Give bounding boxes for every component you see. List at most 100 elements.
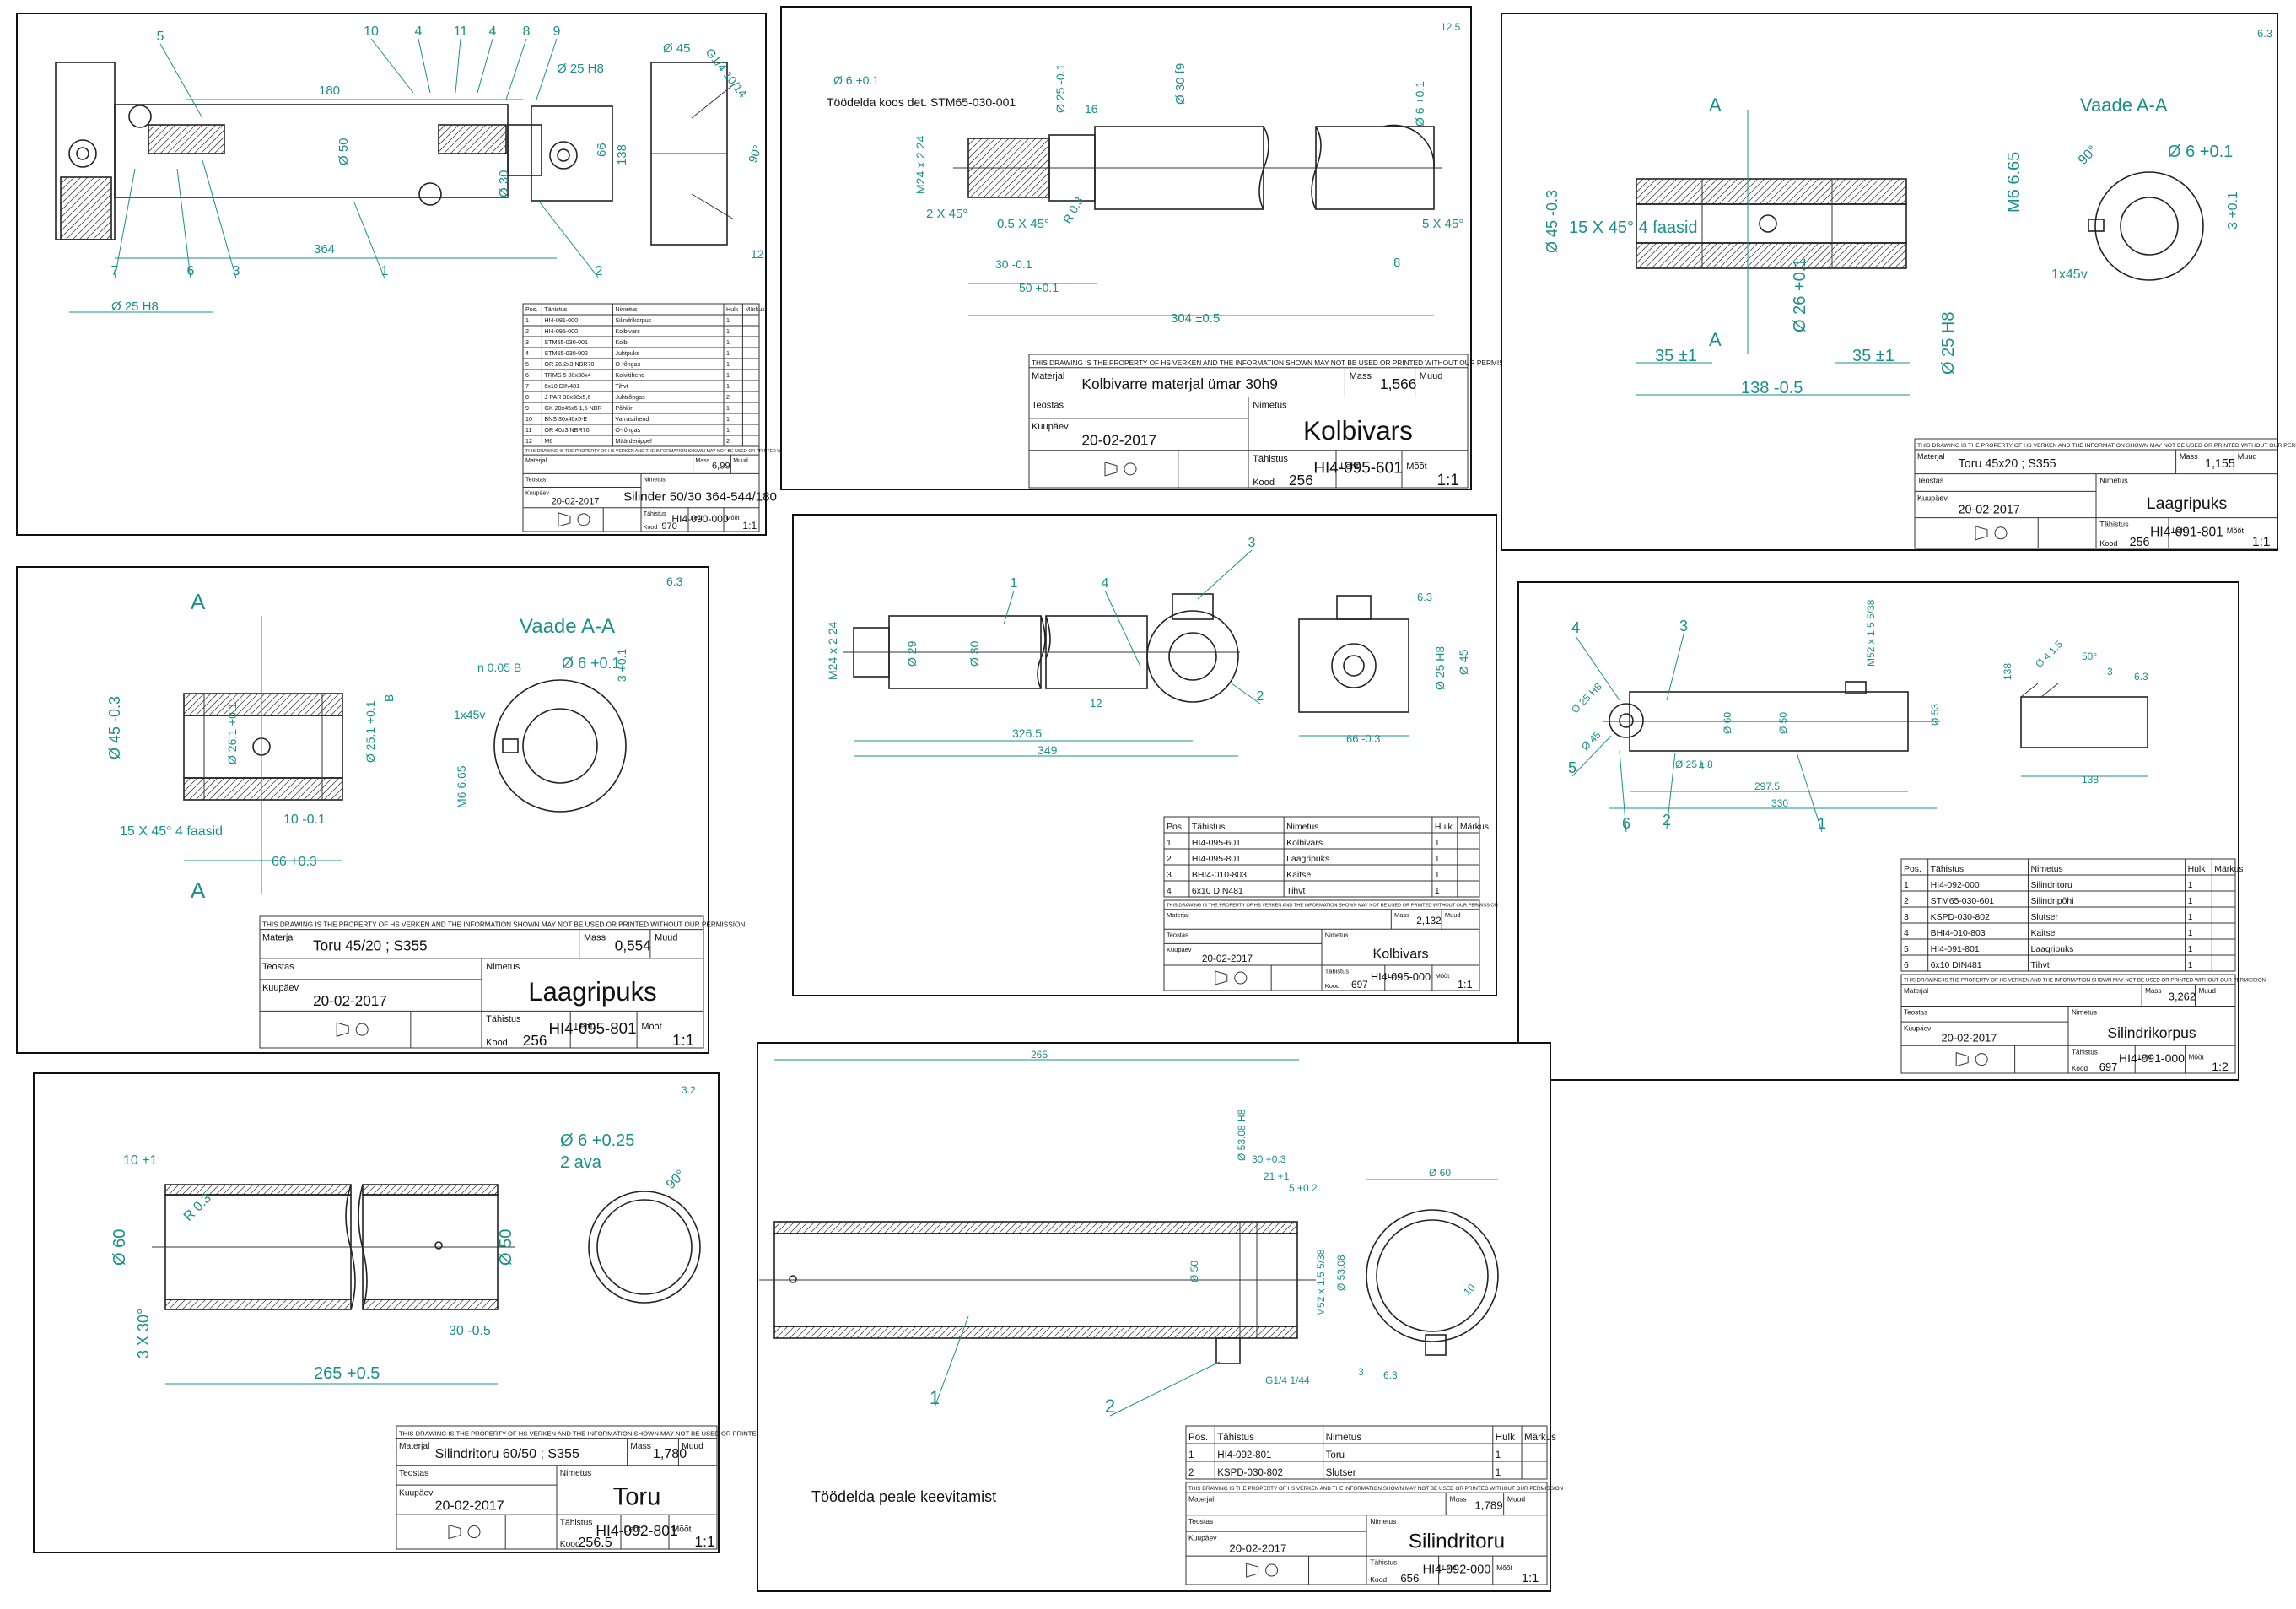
hatch-pattern <box>184 694 342 715</box>
hatch-line <box>229 1299 240 1309</box>
hatch-line <box>1826 243 1853 268</box>
hatch-line <box>964 1326 978 1338</box>
ownership-notice: THIS DRAWING IS THE PROPERTY OF HS VERKE… <box>262 921 745 929</box>
callout-number: 5 <box>1568 759 1576 776</box>
hatch-line <box>497 144 506 154</box>
hatch-line <box>1894 192 1906 204</box>
hatch-line <box>487 1299 498 1309</box>
label-muud: Muud <box>1445 911 1461 919</box>
hatch-line <box>883 1326 897 1338</box>
parts-table-cell: Põhkiri <box>615 405 633 412</box>
parts-table-cell: 1 <box>726 405 730 412</box>
hatch-line <box>188 1299 200 1309</box>
parts-table-cell: 1 <box>726 372 730 379</box>
hatch-line <box>392 1185 404 1195</box>
hatch-line <box>1732 243 1759 268</box>
hatch-line <box>184 694 191 701</box>
hatch-line <box>910 1222 924 1234</box>
dimension-text: 138 -0.5 <box>1741 379 1803 397</box>
hatch-pattern <box>774 1326 1297 1338</box>
hatch-line <box>1765 179 1792 204</box>
hatch-line <box>235 778 259 800</box>
hatch-line <box>1025 1326 1038 1338</box>
label-kood: Kood <box>2072 1065 2088 1072</box>
hatch-line <box>1187 1222 1200 1234</box>
label-material: Materjal <box>1904 987 1928 995</box>
drawing-number: HI4-090-000 <box>671 513 729 525</box>
section-marker-a: A <box>1709 329 1722 350</box>
dimension-text: 12 <box>751 247 764 261</box>
dimension-text: Ø 6 +0.1 <box>562 655 621 672</box>
hatch-line <box>148 125 170 146</box>
hatch-line <box>1126 1326 1140 1338</box>
hatch-line <box>148 125 176 153</box>
dimension-text: 12.5 <box>1441 21 1461 33</box>
hatch-line <box>1880 243 1906 268</box>
label-mass: Mass <box>695 458 709 464</box>
hatch-line <box>181 1185 193 1195</box>
projection-symbol-icon <box>558 512 571 527</box>
parts-table-cell: Slutser <box>1326 1468 1356 1478</box>
projection-symbol-icon <box>1215 970 1228 985</box>
hatch-line <box>789 1326 802 1338</box>
label-material: Materjal <box>1188 1495 1214 1504</box>
label-leht: Leht <box>1388 972 1401 980</box>
part-name: Silindritoru <box>1409 1530 1505 1552</box>
dimension-text: 265 <box>1031 1049 1048 1061</box>
hatch-line <box>917 1326 930 1338</box>
hatch-line <box>1853 179 1880 204</box>
drawing-number: HI4-095-000 <box>1371 970 1431 983</box>
label-teostas: Teostas <box>1167 931 1188 939</box>
parts-table-cell: GK 20x45x5 1,5 NBR <box>544 405 601 412</box>
hatch-line <box>1140 1222 1153 1234</box>
hatch-line <box>1011 1222 1025 1234</box>
drawing-number: HI4-095-801 <box>549 1019 637 1037</box>
hatch-line <box>843 1222 856 1234</box>
label-material: Materjal <box>1032 371 1064 381</box>
parts-table-cell: 2 <box>726 438 730 445</box>
dimension-text: 6.3 <box>2257 27 2272 40</box>
hatch-line <box>208 1185 220 1195</box>
code-value: 256.5 <box>579 1535 612 1550</box>
label-teostas: Teostas <box>262 962 294 972</box>
hatch-line <box>816 1222 829 1234</box>
hatch-line <box>1079 1222 1092 1234</box>
parts-table-cell: 2 <box>525 328 529 335</box>
hatch-line <box>153 125 183 154</box>
parts-table-cell: Laagripuks <box>1286 855 1329 864</box>
callout-number: 11 <box>454 24 468 39</box>
hatch-line <box>1146 1326 1160 1338</box>
hatch-line <box>1146 1222 1160 1234</box>
hatch-pattern <box>1636 179 1906 204</box>
parts-table-cell: TRMS 5 30x38x4 <box>544 372 590 379</box>
hatch-line <box>1200 1222 1214 1234</box>
parts-table-cell: OR 40x3 NBR70 <box>544 427 589 434</box>
hatch-line <box>1281 1326 1295 1338</box>
hatch-line <box>1765 243 1792 268</box>
hatch-line <box>930 1326 944 1338</box>
hatch-line <box>1637 243 1664 268</box>
parts-table-cell: Silindrikorpus <box>615 317 651 324</box>
parts-header-cell: Hulk <box>726 306 739 313</box>
leader-line <box>934 1315 969 1408</box>
callout-number: 4 <box>415 24 423 39</box>
label-mass: Mass <box>2180 452 2198 461</box>
hatch-line <box>870 1326 883 1338</box>
dimension-text: Ø 25 H8 <box>111 300 159 314</box>
outline-circle <box>1366 1209 1499 1342</box>
dimension-text: Ø 25 H8 <box>557 62 604 76</box>
label-muud: Muud <box>655 933 677 943</box>
dimension-text: 3.2 <box>682 1084 696 1096</box>
hatch-line <box>1636 179 1651 193</box>
label-leht: Leht <box>574 1022 592 1032</box>
hatch-line <box>1900 262 1906 268</box>
hatch-line <box>173 125 203 154</box>
parts-header-cell: Hulk <box>2188 865 2207 874</box>
sheet-border <box>16 566 709 1054</box>
hatch-line <box>181 1299 193 1309</box>
hatch-line <box>903 1326 917 1338</box>
hatch-line <box>1032 1326 1045 1338</box>
leader-line <box>536 38 558 100</box>
